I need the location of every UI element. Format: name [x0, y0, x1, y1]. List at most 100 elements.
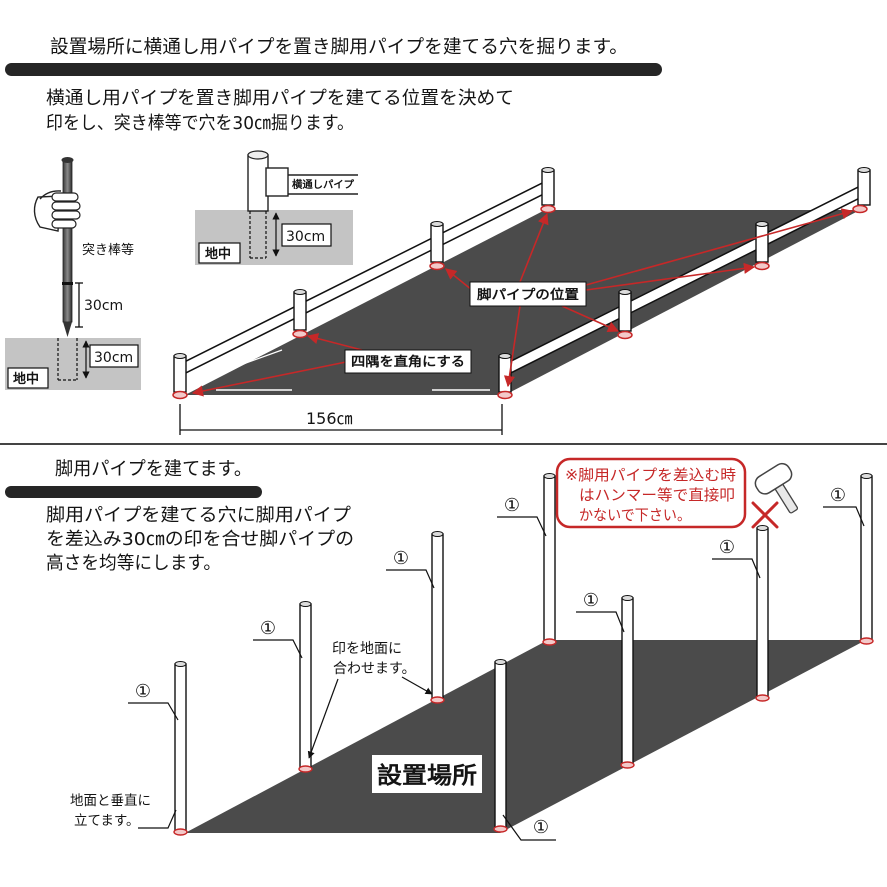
red-pointer-arrows: [191, 208, 854, 397]
cross-pipe: [288, 174, 358, 195]
site-label: 設置場所: [377, 762, 477, 789]
cross-pipe-label: 横通しパイプ: [292, 178, 355, 191]
joint-figure: 横通しパイプ 30cm 地中: [195, 150, 358, 265]
leg-pipe: [173, 353, 187, 393]
hand-icon: [33, 190, 81, 232]
leg-position-marks: [172, 204, 868, 400]
prohibited-cross-icon: [751, 501, 779, 529]
leg-position-mark: [173, 828, 188, 836]
part-number-label: ①: [719, 537, 735, 558]
leg-position-mark: [172, 390, 188, 400]
leg-position-mark: [429, 261, 445, 271]
warning-line-3: かないで下さい。: [579, 506, 691, 524]
site-label-box: [372, 755, 482, 793]
stake-tool-label: 突き棒等: [82, 242, 134, 258]
leg-position-label: 脚パイプの位置: [477, 287, 579, 303]
ground-label-box: [198, 242, 241, 264]
stake-mark-length: 30cm: [84, 298, 123, 314]
red-pointer-arrow: [445, 268, 473, 291]
leg-position-label-box: [469, 281, 587, 307]
leader-line: [386, 569, 435, 589]
leg-pipe: [247, 150, 269, 212]
width-label: 156㎝: [306, 409, 353, 428]
leg-position-mark: [430, 696, 445, 704]
section-2-heading: 脚用パイプを建てます。: [55, 459, 252, 480]
right-rail-pipe: [499, 184, 870, 376]
width-dimension-line: [179, 404, 503, 435]
corner-note: 四隅を直角にする: [351, 354, 465, 370]
leg-position-mark: [859, 637, 874, 645]
part-number-label: ①: [583, 590, 599, 611]
mark-note-arrow: [307, 678, 339, 759]
leg-position-mark: [298, 765, 313, 773]
leg-position-mark: [755, 694, 770, 702]
mark-note-line-2: 合わせます。: [333, 661, 416, 677]
stake-figure: 突き棒等 30cm 30cm 地中: [5, 157, 141, 390]
part-callouts: [128, 506, 865, 841]
section-2-instruction-line-3: 高さを均等にします。: [46, 553, 221, 574]
stake-icon: [61, 157, 74, 337]
stake-ground-label: 地中: [13, 371, 39, 387]
leg-position-mark: [852, 204, 868, 214]
leg-position-mark: [617, 330, 633, 340]
section-1-heading-bar: [5, 63, 662, 76]
section-1-instruction-line-2: 印をし、突き棒等で穴を30㎝掘ります。: [46, 113, 354, 134]
part-number-label: ①: [533, 817, 549, 838]
hole-depth-box: [89, 344, 139, 368]
leg-position-mark: [754, 261, 770, 271]
part-number-label: ①: [830, 485, 846, 506]
leg-position-mark: [497, 390, 513, 400]
leader-line: [138, 809, 177, 829]
hammer-icon: [754, 462, 799, 514]
red-pointer-arrow: [503, 305, 521, 388]
leg-pipe: [494, 659, 507, 829]
leg-pipe: [299, 601, 312, 769]
leg-pipe: [541, 167, 555, 206]
joint-hole-depth: 30cm: [286, 229, 325, 245]
stake-hole-depth: 30cm: [94, 350, 133, 366]
leader-line: [502, 814, 556, 841]
cross-joint: [430, 221, 444, 263]
left-rail-pipe: [174, 180, 554, 376]
leader-line: [576, 611, 625, 633]
warning-callout: ※脚用パイプを差込む時 はハンマー等で直接叩 かないで下さい。: [555, 457, 747, 529]
hole-depth-box: [281, 223, 332, 247]
leader-line: [253, 639, 303, 659]
red-pointer-arrow: [519, 212, 549, 283]
section-1-instruction-line-1: 横通し用パイプを置き脚用パイプを建てる位置を決めて: [46, 88, 514, 109]
section-1-heading: 設置場所に横通し用パイプを置き脚用パイプを建てる穴を掘ります。: [50, 37, 628, 58]
warning-line-2: はハンマー等で直接叩: [579, 486, 735, 504]
hole-outline: [57, 338, 78, 381]
vertical-note-line-1: 地面と垂直に: [70, 793, 151, 809]
hole-outline: [249, 211, 267, 259]
warning-line-1: ※脚用パイプを差込む時: [565, 466, 736, 484]
leader-line: [823, 506, 865, 527]
t-joint: [265, 167, 289, 197]
leg-pipe: [431, 531, 444, 700]
corner-note-box: [344, 349, 472, 374]
red-pointer-arrow: [191, 361, 347, 397]
cross-joint: [293, 289, 307, 331]
leader-line: [712, 558, 761, 579]
leader-line: [128, 702, 179, 721]
section-2-instruction-line-2: を差込み30㎝の印を合せ脚パイプの: [46, 529, 354, 550]
section-1: 設置場所に横通し用パイプを置き脚用パイプを建てる穴を掘ります。 横通し用パイプを…: [5, 37, 871, 435]
section-2: 脚用パイプを建てます。 脚用パイプを建てる穴に脚用パイプ を差込み30㎝の印を合…: [5, 457, 874, 841]
red-pointer-arrow: [561, 305, 620, 333]
leg-pipe: [621, 595, 634, 765]
mark-note-arrow: [401, 676, 433, 695]
red-pointer-arrow: [585, 208, 854, 286]
vertical-note-line-2: 立てます。: [74, 813, 139, 829]
leg-position-mark: [493, 825, 508, 833]
leg-position-marks: [173, 637, 874, 836]
mark-length-bracket: [75, 282, 83, 328]
leg-position-mark: [540, 204, 556, 214]
leg-pipe: [174, 661, 187, 832]
cross-joint: [618, 289, 632, 332]
leg-pipe: [543, 473, 556, 642]
leg-position-mark: [292, 329, 308, 339]
leg-position-mark: [620, 761, 635, 769]
joint-ground-label: 地中: [205, 246, 231, 262]
mark-note-line-1: 印を地面に: [332, 641, 402, 657]
